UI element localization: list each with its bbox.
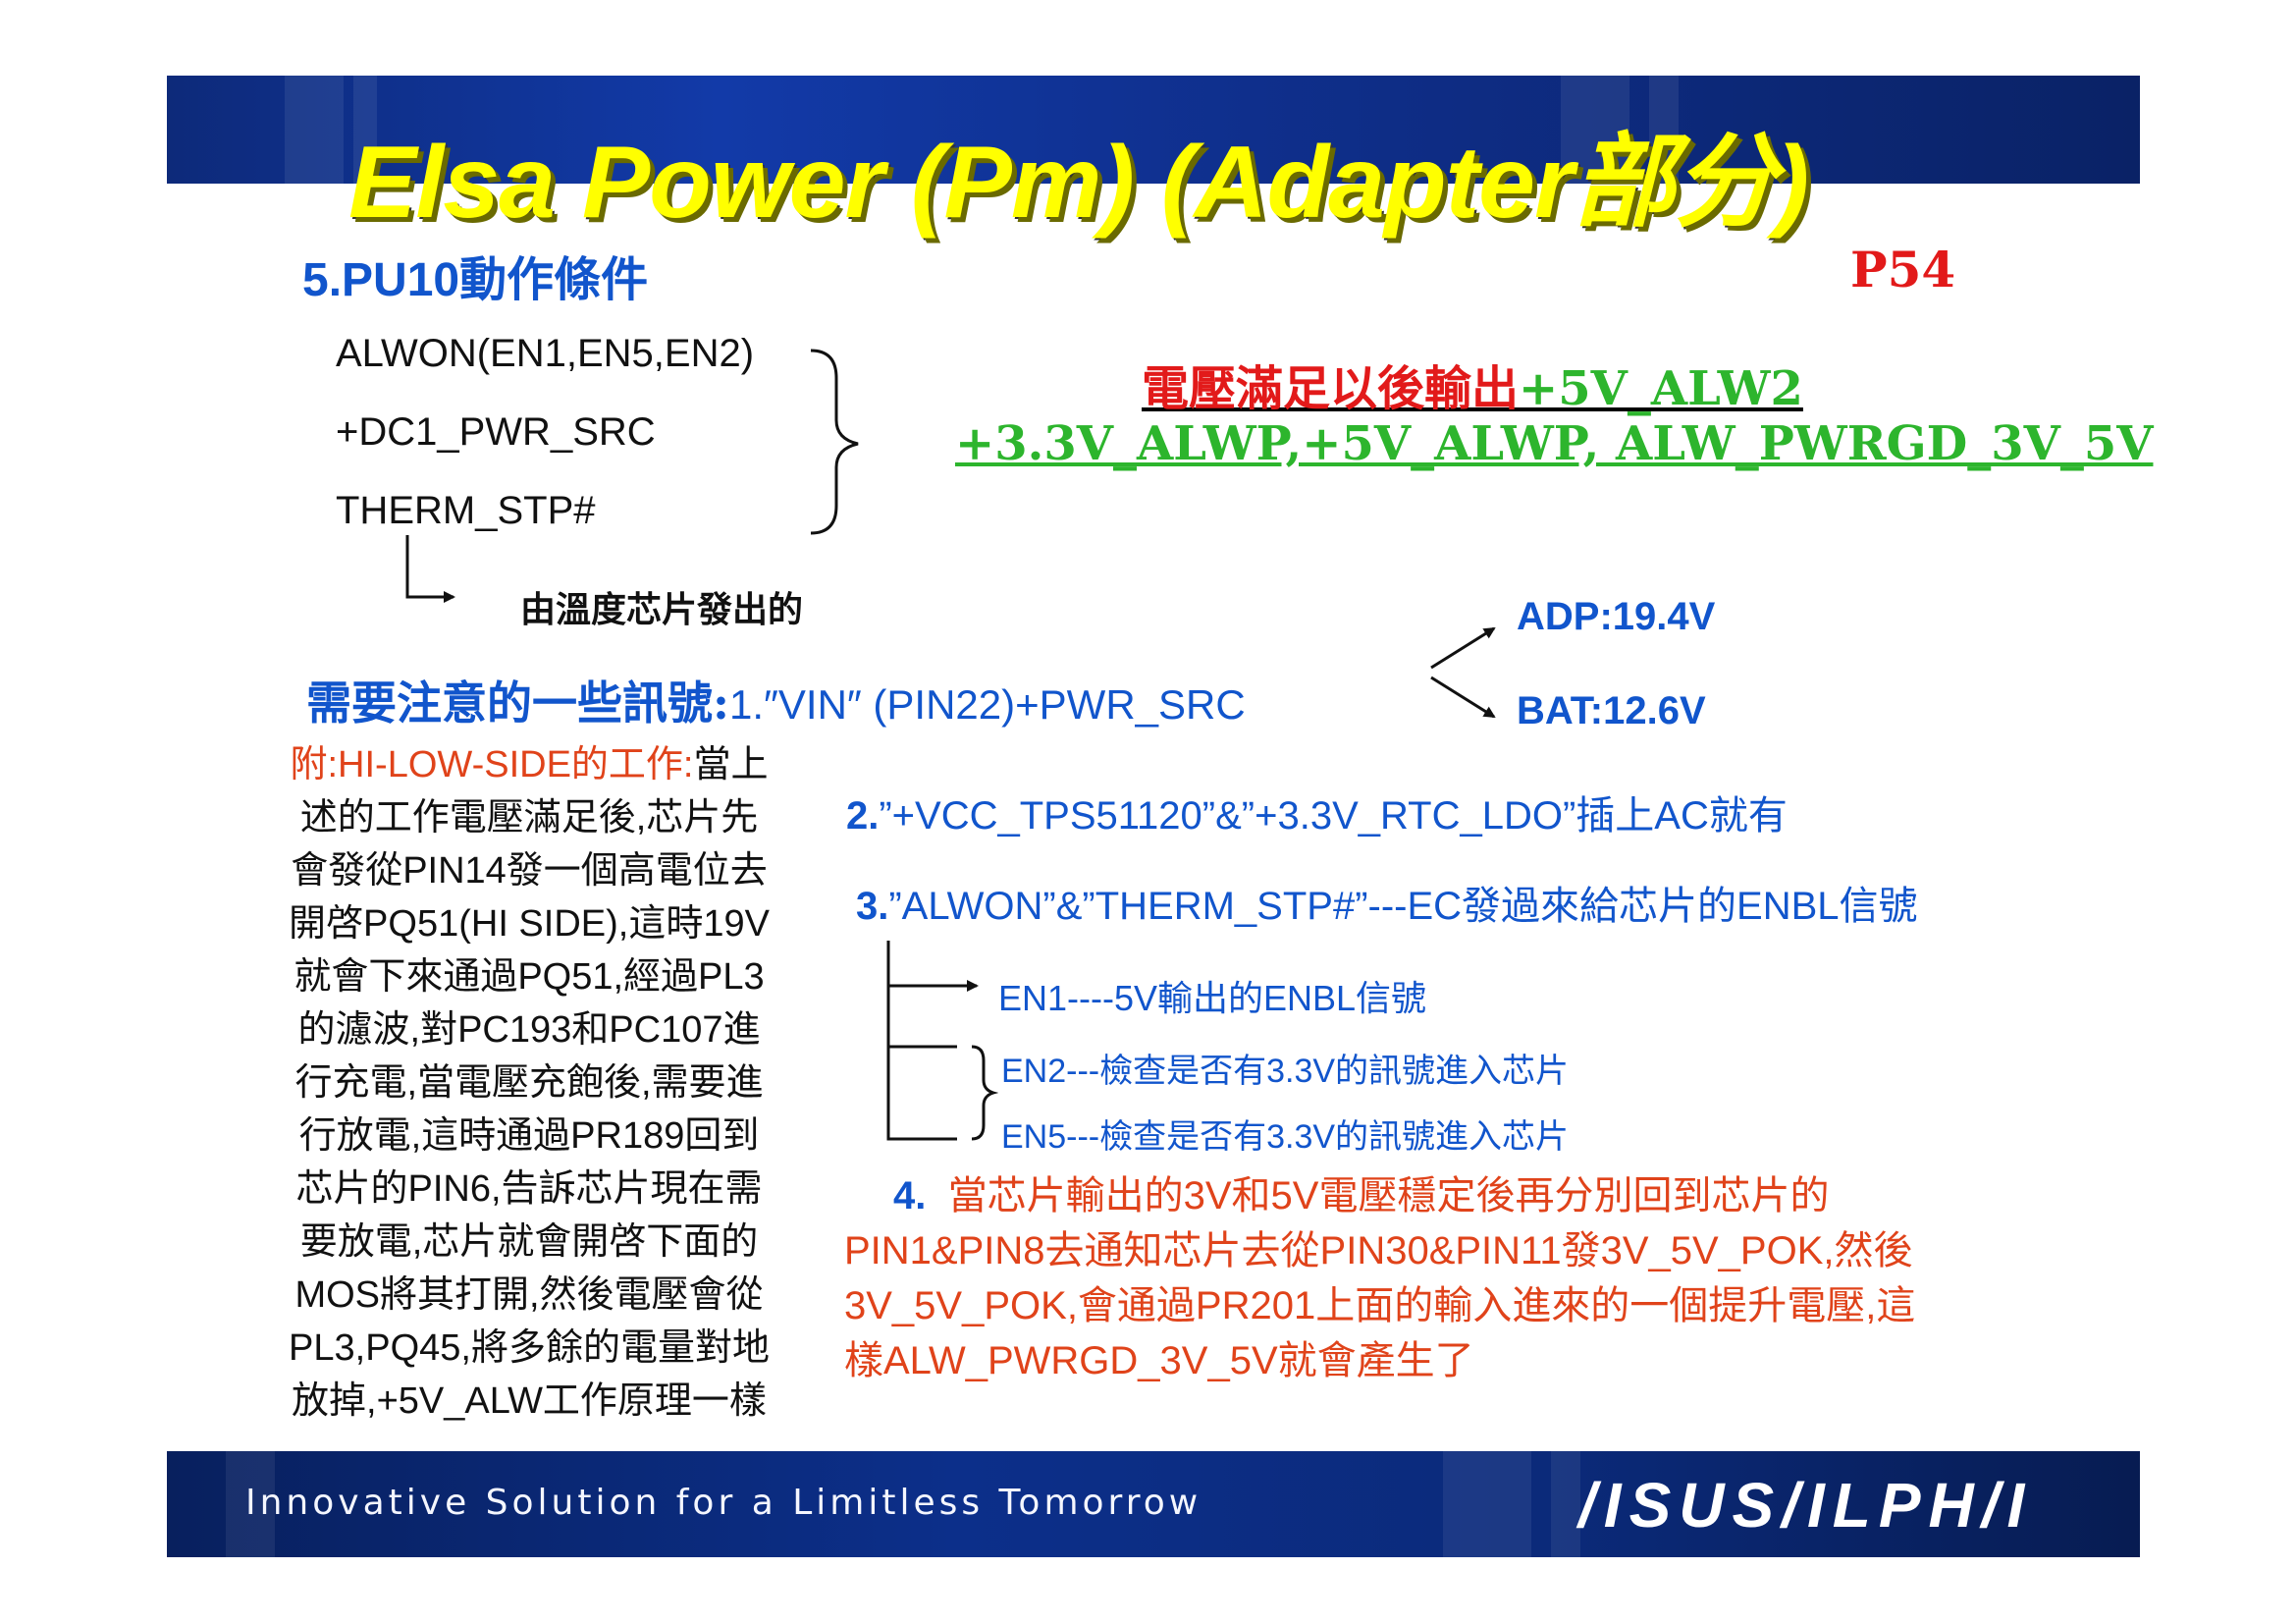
item-number: 2. (846, 794, 880, 838)
conditions-brace (810, 349, 859, 535)
notice-item-2: 2.”+VCC_TPS51120”&”+3.3V_RTC_LDO”插上AC就有 (846, 784, 1788, 840)
condition-therm-stp: THERM_STP# (336, 489, 596, 532)
appendix-line: 芯片的PIN6,告訴芯片現在需 (295, 1168, 763, 1210)
item-text: ”+VCC_TPS51120”&”+3.3V_RTC_LDO”插上AC就有 (879, 794, 1788, 838)
en5-description: EN5---檢查是否有3.3V的訊號進入芯片 (1001, 1118, 1570, 1156)
result-prefix: 電壓滿足以後輸出 (1142, 361, 1520, 416)
condition-dc1-pwr-src: +DC1_PWR_SRC (336, 410, 656, 454)
appendix-line: 的濾波,對PC193和PC107進 (297, 1009, 761, 1051)
appendix-line: 開啓PQ51(HI SIDE),這時19V (289, 903, 770, 945)
footer-stripe (226, 1451, 275, 1557)
section-heading: 5.PU10動作條件 (302, 254, 649, 306)
condition-alwon: ALWON(EN1,EN5,EN2) (336, 332, 755, 375)
appendix-text: 當上 (693, 744, 769, 785)
result-line-1: 電壓滿足以後輸出+5V_ALW2 (1142, 350, 1803, 418)
appendix-line: 附:HI-LOW-SIDE的工作:當上 (240, 738, 819, 791)
notice-line: 需要注意的一些訊號:1.″VIN″ (PIN22)+PWR_SRC (306, 668, 1246, 732)
footer-band (167, 1451, 2140, 1557)
appendix-line: PL3,PQ45,將多餘的電量對地 (289, 1327, 770, 1369)
appendix-label: 附:HI-LOW-SIDE的工作: (290, 744, 694, 785)
page-reference: P54 (1850, 241, 1956, 298)
thermal-note: 由溫度芯片發出的 (520, 589, 804, 630)
appendix-line: 述的工作電壓滿足後,芯片先 (299, 797, 759, 839)
bat-arrow (1430, 676, 1496, 719)
header-stripe (353, 76, 377, 184)
notice-item-4: 4. 當芯片輸出的3V和5V電壓穩定後再分別回到芯片的 PIN1&PIN8去通知… (844, 1168, 2061, 1388)
appendix-line: 行充電,當電壓充飽後,需要進 (294, 1062, 764, 1104)
header-stripe (1561, 76, 1629, 184)
notice-item-1: 1.″VIN″ (PIN22)+PWR_SRC (728, 681, 1246, 728)
footer-stripe (1443, 1451, 1531, 1557)
appendix-line: MOS將其打開,然後電壓會從 (294, 1274, 764, 1316)
page-title: Elsa Power (Pm) (Adapter部分) (348, 126, 1809, 240)
header-stripe (285, 76, 344, 184)
appendix-paragraph: 附:HI-LOW-SIDE的工作:當上 述的工作電壓滿足後,芯片先 會發從PIN… (240, 738, 819, 1428)
en2-description: EN2---檢查是否有3.3V的訊號進入芯片 (1001, 1053, 1570, 1090)
notice-label: 需要注意的一些訊號: (306, 676, 729, 730)
adp-voltage: ADP:19.4V (1517, 595, 1716, 638)
appendix-line: 行放電,這時通過PR189回到 (298, 1115, 760, 1157)
item-4-line: PIN1&PIN8去通知芯片去從PIN30&PIN11發3V_5V_POK,然後 (844, 1229, 1913, 1272)
appendix-line: 就會下來通過PQ51,經過PL3 (294, 956, 765, 998)
item-number: 4. (893, 1174, 927, 1217)
en-small-brace (971, 1045, 999, 1141)
header-stripe (1649, 76, 1679, 184)
asus-alpha-logo: /ISUS/ILPH/I (1578, 1470, 2033, 1541)
thermal-arrow (405, 535, 455, 603)
header-band (167, 76, 2140, 184)
en-bracket (886, 941, 957, 1141)
footer-tagline: Innovative Solution for a Limitless Tomo… (245, 1483, 1202, 1523)
item-4-line: 樣ALW_PWRGD_3V_5V就會產生了 (844, 1339, 1474, 1382)
notice-item-3: 3.”ALWON”&”THERM_STP#”---EC發過來給芯片的ENBL信號 (856, 874, 1918, 931)
appendix-line: 要放電,芯片就會開啓下面的 (299, 1221, 759, 1263)
result-signal-5v-alw2: +5V_ALW2 (1519, 361, 1803, 416)
item-text: ”ALWON”&”THERM_STP#”---EC發過來給芯片的ENBL信號 (888, 885, 1918, 928)
item-4-text: 當芯片輸出的3V和5V電壓穩定後再分別回到芯片的 (947, 1174, 1830, 1217)
item-4-line: 3V_5V_POK,會通過PR201上面的輸入進來的一個提升電壓,這 (844, 1284, 1916, 1327)
footer-stripe (1551, 1451, 1580, 1557)
bat-voltage: BAT:12.6V (1517, 689, 1706, 732)
appendix-line: 會發從PIN14發一個高電位去 (291, 850, 768, 892)
appendix-line: 放掉,+5V_ALW工作原理一樣 (292, 1380, 767, 1422)
en1-description: EN1----5V輸出的ENBL信號 (998, 978, 1427, 1018)
item-4-line: 4. 當芯片輸出的3V和5V電壓穩定後再分別回到芯片的 (844, 1168, 2061, 1223)
adp-arrow (1430, 626, 1496, 670)
result-line-2: +3.3V_ALWP,+5V_ALWP, ALW_PWRGD_3V_5V (955, 416, 2154, 471)
item-number: 3. (856, 885, 889, 928)
